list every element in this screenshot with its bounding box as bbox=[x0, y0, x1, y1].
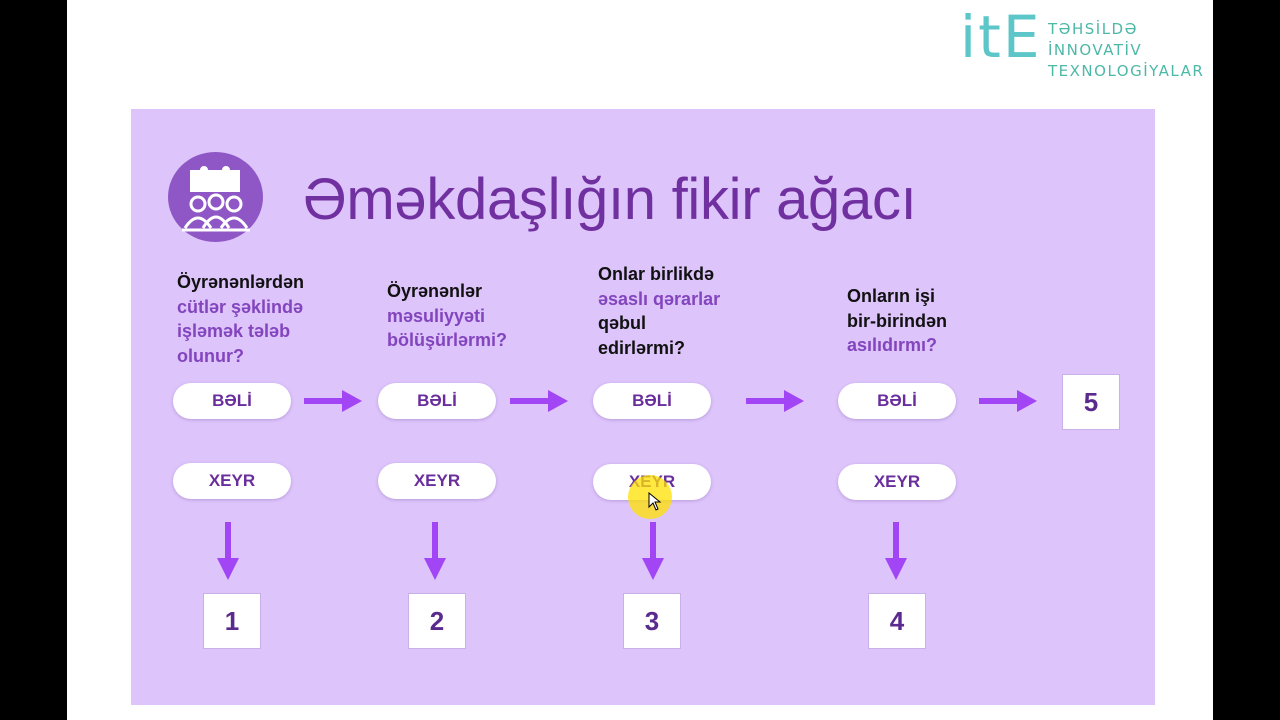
question-text: cütlər şəklində bbox=[177, 296, 304, 317]
question-1: Öyrənənlərdən cütlər şəklində işləmək tə… bbox=[177, 270, 304, 368]
question-text: Onlar birlikdə bbox=[598, 264, 715, 284]
yes-button-2[interactable]: BƏLİ bbox=[378, 383, 496, 419]
logo-line: TƏHSİLDƏ bbox=[1048, 20, 1138, 38]
yes-button-4[interactable]: BƏLİ bbox=[838, 383, 956, 419]
question-text: Öyrənənlərdən bbox=[177, 272, 305, 292]
question-text: asılıdırmı? bbox=[847, 335, 938, 355]
question-text: Onların işi bbox=[847, 286, 936, 306]
arrow-down-icon bbox=[217, 522, 239, 580]
question-text: edirlərmi? bbox=[598, 337, 686, 358]
yes-button-3[interactable]: BƏLİ bbox=[593, 383, 711, 419]
no-button-4[interactable]: XEYR bbox=[838, 464, 956, 500]
arrow-right-icon bbox=[746, 390, 804, 412]
question-4: Onların işi bir-birindən asılıdırmı? bbox=[847, 284, 947, 358]
result-box-1: 1 bbox=[203, 593, 261, 649]
no-button-1[interactable]: XEYR bbox=[173, 463, 291, 499]
arrow-down-icon bbox=[424, 522, 446, 580]
teamwork-puzzle-icon bbox=[168, 152, 263, 242]
result-box-5: 5 bbox=[1062, 374, 1120, 430]
question-text: işləmək tələb bbox=[177, 321, 291, 341]
logo-line: İNNOVATİV bbox=[1048, 41, 1143, 59]
yes-button-1[interactable]: BƏLİ bbox=[173, 383, 291, 419]
result-box-3: 3 bbox=[623, 593, 681, 649]
arrow-right-icon bbox=[304, 390, 362, 412]
arrow-right-icon bbox=[510, 390, 568, 412]
mouse-cursor-icon bbox=[648, 492, 662, 511]
question-text: Öyrənənlər bbox=[387, 281, 483, 301]
question-2: Öyrənənlər məsuliyyəti bölüşürlərmi? bbox=[387, 279, 507, 353]
arrow-down-icon bbox=[885, 522, 907, 580]
result-box-4: 4 bbox=[868, 593, 926, 649]
logo-brand: itE bbox=[960, 3, 1042, 71]
question-text: əsaslı qərarlar bbox=[598, 288, 721, 309]
question-text: məsuliyyəti bbox=[387, 305, 486, 326]
question-text: olunur? bbox=[177, 345, 244, 366]
ite-logo: itE TƏHSİLDƏ İNNOVATİV TEXNOLOGİYALAR bbox=[960, 2, 1212, 82]
arrow-down-icon bbox=[642, 522, 664, 580]
question-text: bir-birindən bbox=[847, 310, 947, 331]
result-box-2: 2 bbox=[408, 593, 466, 649]
slide-title: Əməkdaşlığın fikir ağacı bbox=[303, 167, 917, 232]
question-text: qəbul bbox=[598, 313, 646, 333]
logo-text: TƏHSİLDƏ İNNOVATİV TEXNOLOGİYALAR bbox=[1048, 19, 1204, 82]
logo-line: TEXNOLOGİYALAR bbox=[1048, 62, 1205, 80]
no-button-2[interactable]: XEYR bbox=[378, 463, 496, 499]
question-3: Onlar birlikdə əsaslı qərarlar qəbul edi… bbox=[598, 262, 720, 360]
question-text: bölüşürlərmi? bbox=[387, 330, 508, 350]
arrow-right-icon bbox=[979, 390, 1037, 412]
